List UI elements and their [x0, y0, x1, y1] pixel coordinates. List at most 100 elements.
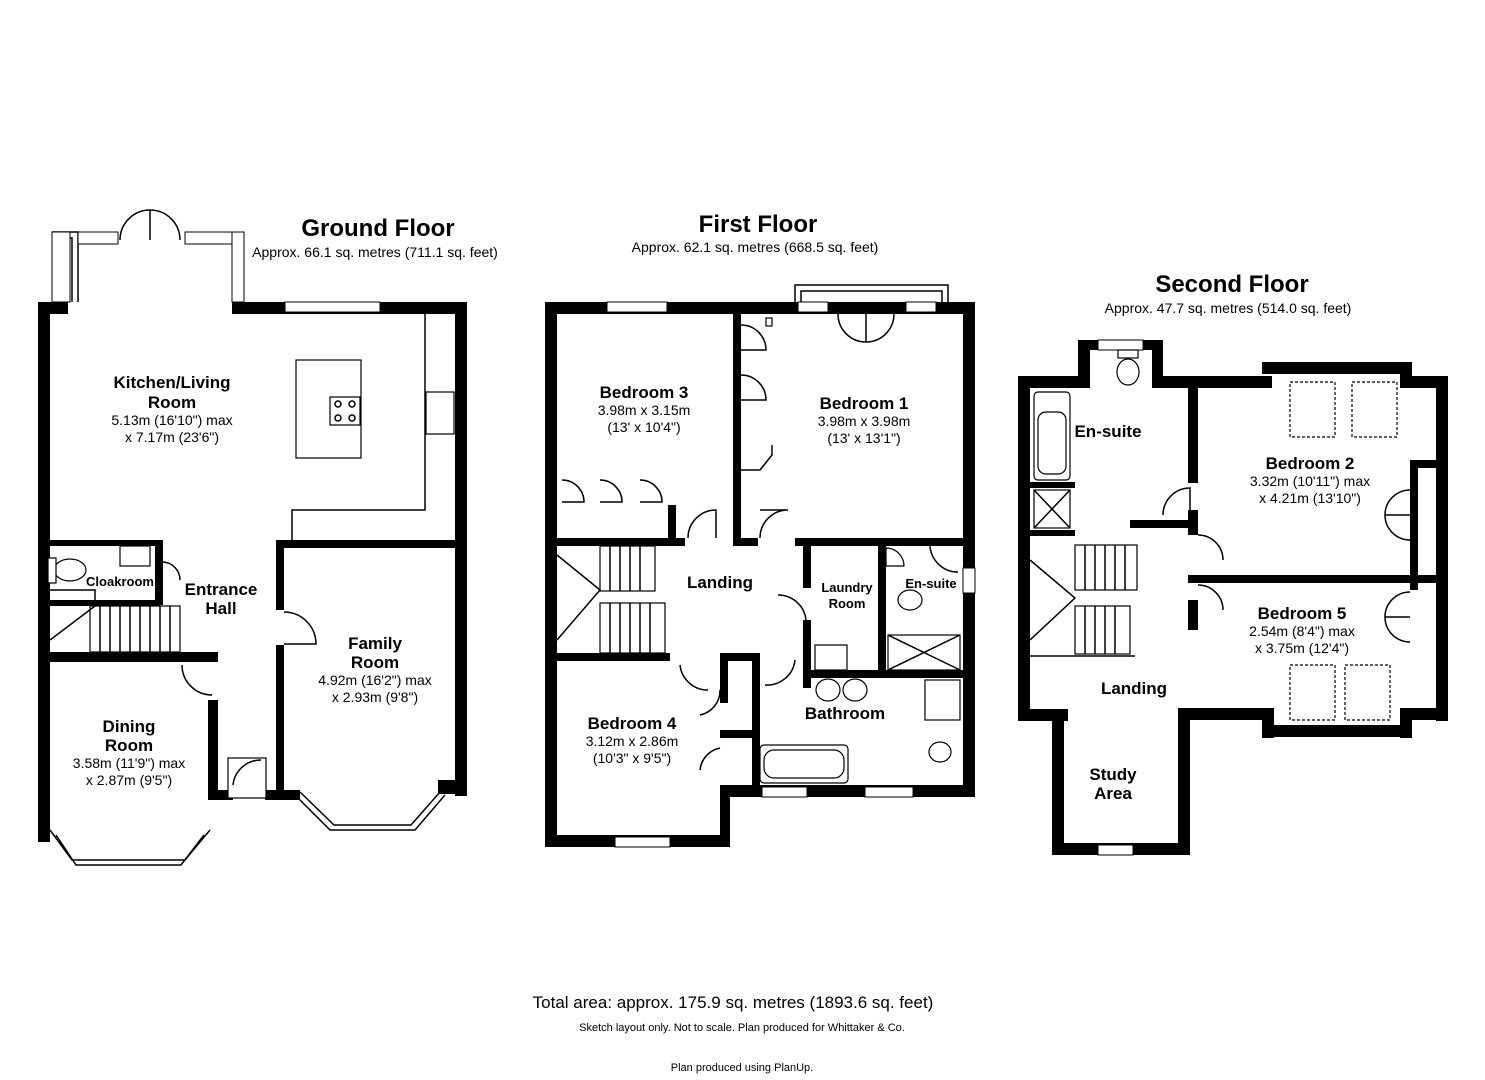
bedroom-4-label: Bedroom 4	[588, 714, 677, 733]
wall	[752, 653, 760, 788]
window	[51, 231, 71, 303]
door-swing	[1197, 584, 1224, 611]
bedroom-1-dimensions: (13' x 13'1")	[827, 430, 900, 446]
door-swing	[929, 545, 959, 573]
wall	[276, 540, 284, 610]
bedroom-5-dimensions: 2.54m (8'4") max	[1249, 623, 1355, 639]
wall	[1130, 520, 1198, 528]
laundry-room-label: Laundry	[821, 580, 873, 595]
wall	[1410, 460, 1436, 468]
staircase	[556, 545, 666, 654]
second-floor-title: Second Floor	[1155, 271, 1308, 298]
wardrobe	[1384, 591, 1411, 643]
wall	[38, 652, 218, 662]
bedroom-1-dimensions: 3.98m x 3.98m	[818, 413, 911, 429]
ensuite-label: En-suite	[1074, 422, 1141, 441]
landing-label: Landing	[687, 573, 753, 592]
kitchen-label: Kitchen/Living	[113, 373, 230, 392]
french-door	[119, 209, 181, 241]
wall	[803, 620, 811, 688]
wall	[545, 302, 557, 847]
door-swing	[232, 759, 262, 786]
window	[864, 786, 914, 798]
bedroom-2-label: Bedroom 2	[1266, 454, 1355, 473]
wall	[155, 540, 163, 605]
ground-floor-title: Ground Floor	[301, 215, 454, 242]
bedroom-3-dimensions: 3.98m x 3.15m	[598, 402, 691, 418]
window	[1097, 844, 1134, 856]
door-swing	[777, 594, 807, 621]
wall	[803, 538, 811, 588]
bedroom-5-label: Bedroom 5	[1258, 604, 1347, 623]
bay-window	[49, 829, 211, 861]
skylight	[1351, 381, 1398, 438]
door-swing	[1162, 487, 1191, 516]
bedroom-4-dimensions: (10'3" x 9'5")	[593, 750, 671, 766]
wall	[733, 538, 758, 546]
door-swing	[283, 611, 317, 645]
wall	[545, 538, 685, 546]
wall	[1178, 709, 1190, 855]
window	[797, 301, 829, 313]
window	[77, 231, 119, 245]
toilet	[928, 741, 952, 763]
balcony	[794, 284, 949, 302]
dining-room-dimensions: 3.58m (11'9") max	[73, 755, 185, 771]
second-floor-plan	[1018, 339, 1448, 856]
bedroom-5-dimensions: x 3.75m (12'4")	[1255, 640, 1349, 656]
bedroom-3-label: Bedroom 3	[600, 383, 689, 402]
wall	[1018, 376, 1030, 721]
first-floor-area: Approx. 62.1 sq. metres (668.5 sq. feet)	[632, 239, 879, 255]
shower	[924, 679, 961, 721]
skylight	[1289, 381, 1336, 438]
wall	[720, 653, 760, 661]
window	[606, 301, 668, 313]
door-swing	[699, 747, 721, 771]
wall	[276, 540, 466, 548]
wall	[1188, 388, 1198, 483]
entrance-hall-label: Hall	[205, 599, 236, 618]
second-floor-area: Approx. 47.7 sq. metres (514.0 sq. feet)	[1105, 300, 1352, 316]
ensuite-label: En-suite	[905, 576, 956, 591]
toilet	[1116, 358, 1140, 386]
wardrobe	[561, 479, 663, 503]
balcony	[800, 290, 943, 302]
basin	[119, 545, 151, 567]
family-room-dimensions: x 2.93m (9'8")	[332, 689, 418, 705]
door-swing	[699, 689, 721, 716]
wall	[545, 653, 670, 661]
basin	[815, 678, 841, 702]
window	[614, 836, 671, 848]
wall	[720, 653, 728, 703]
first-floor-title: First Floor	[699, 211, 818, 238]
study-area-label: Study	[1089, 765, 1137, 784]
door-swing	[687, 509, 717, 539]
wall	[733, 314, 741, 544]
window	[1097, 339, 1144, 351]
door-swing	[181, 664, 213, 696]
basin	[885, 547, 905, 567]
wall	[38, 540, 163, 546]
wall	[1262, 362, 1412, 374]
french-door	[837, 313, 895, 343]
ground-floor-plan	[38, 209, 467, 866]
laundry-room-label: Room	[829, 596, 866, 611]
dining-room-dimensions: x 2.87m (9'5")	[86, 772, 172, 788]
wall	[208, 790, 233, 800]
first-floor-plan	[545, 284, 976, 848]
bedroom-2-dimensions: 3.32m (10'11") max	[1250, 473, 1370, 489]
wardrobe	[740, 324, 767, 401]
door-swing	[679, 664, 709, 691]
dining-room-label: Room	[105, 736, 153, 755]
hob	[329, 396, 361, 426]
family-room-dimensions: 4.92m (16'2") max	[318, 672, 431, 688]
wall	[1262, 725, 1412, 737]
entrance-hall-label: Entrance	[185, 580, 258, 599]
skylight	[1344, 664, 1391, 721]
bedroom-1-label: Bedroom 1	[820, 394, 909, 413]
wall	[208, 700, 218, 795]
wall	[878, 538, 886, 673]
study-area-label: Area	[1094, 784, 1132, 803]
wardrobe	[1384, 489, 1411, 541]
